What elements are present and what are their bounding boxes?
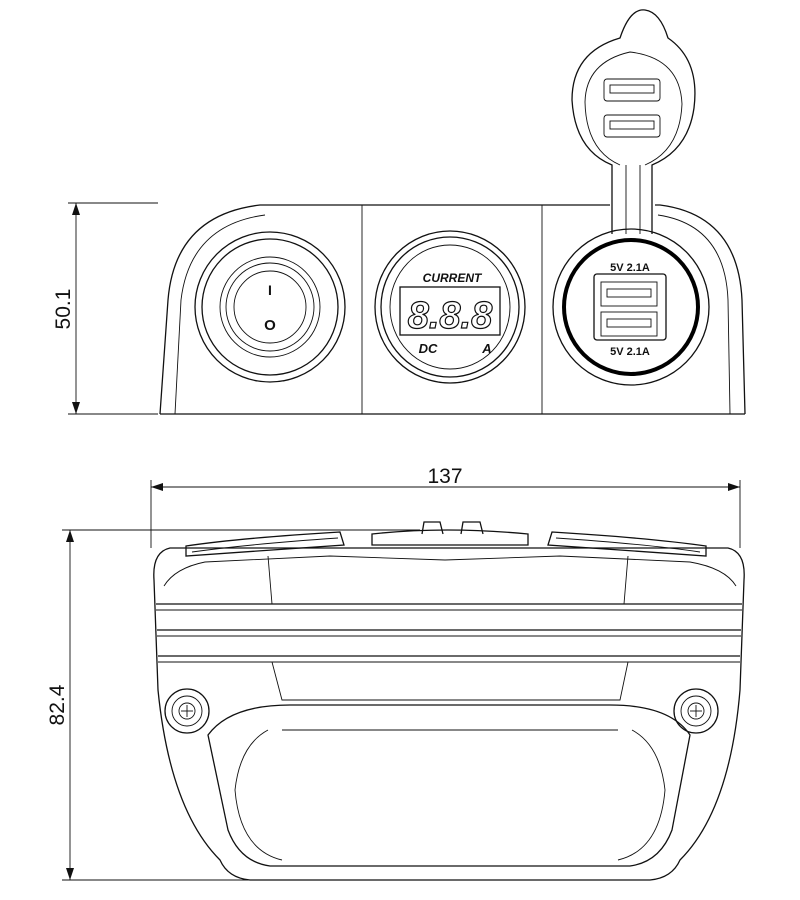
usb-socket-black-ring xyxy=(562,238,700,376)
front-housing-outline xyxy=(159,204,746,415)
meter-dc-label: DC xyxy=(419,341,438,356)
dimension-top-depth: 82.4 xyxy=(46,529,420,881)
dimension-width: 137 xyxy=(150,465,741,548)
switch-on-symbol: I xyxy=(268,282,272,298)
front-housing-inner-line-right xyxy=(657,214,731,415)
dimension-label-137: 137 xyxy=(427,465,462,488)
meter-top-profile xyxy=(371,529,529,546)
usb-port-bottom xyxy=(600,311,658,337)
mount-hole-right xyxy=(673,688,719,734)
cap-hinge-tabs xyxy=(421,521,484,535)
meter-digits: 8.8.8 xyxy=(408,295,493,337)
lower-body-outline xyxy=(207,704,691,867)
front-view: I O CURRENT 8.8.8 DC A 5V 2.1A 5V 2.1A xyxy=(52,9,746,415)
usb-top-profile xyxy=(547,531,707,557)
dimension-front-height: 50.1 xyxy=(52,202,158,415)
rocker-switch: I O xyxy=(194,231,346,383)
top-view: 137 82.4 xyxy=(46,465,745,881)
usb-top-rating: 5V 2.1A xyxy=(610,262,650,274)
dimension-label-82-4: 82.4 xyxy=(46,684,69,725)
usb-dust-cap xyxy=(571,9,696,234)
switch-top-profile xyxy=(185,531,345,557)
meter-a-label: A xyxy=(481,341,491,356)
usb-socket: 5V 2.1A 5V 2.1A xyxy=(552,228,710,386)
meter-display-frame xyxy=(399,286,501,336)
cap-usb-slot-top xyxy=(603,78,661,102)
meter-title: CURRENT xyxy=(423,271,483,285)
cap-usb-slot-bottom xyxy=(603,114,661,138)
usb-port-top xyxy=(600,281,658,307)
usb-bottom-rating: 5V 2.1A xyxy=(610,346,650,358)
front-housing-inner-line xyxy=(174,214,266,415)
top-housing-outline xyxy=(153,547,745,881)
current-meter: CURRENT 8.8.8 DC A xyxy=(374,230,526,384)
mount-hole-left xyxy=(164,688,210,734)
dimension-label-50-1: 50.1 xyxy=(52,289,75,330)
switch-off-symbol: O xyxy=(264,317,276,334)
top-front-edge xyxy=(163,555,737,587)
usb-port-housing xyxy=(593,273,667,341)
